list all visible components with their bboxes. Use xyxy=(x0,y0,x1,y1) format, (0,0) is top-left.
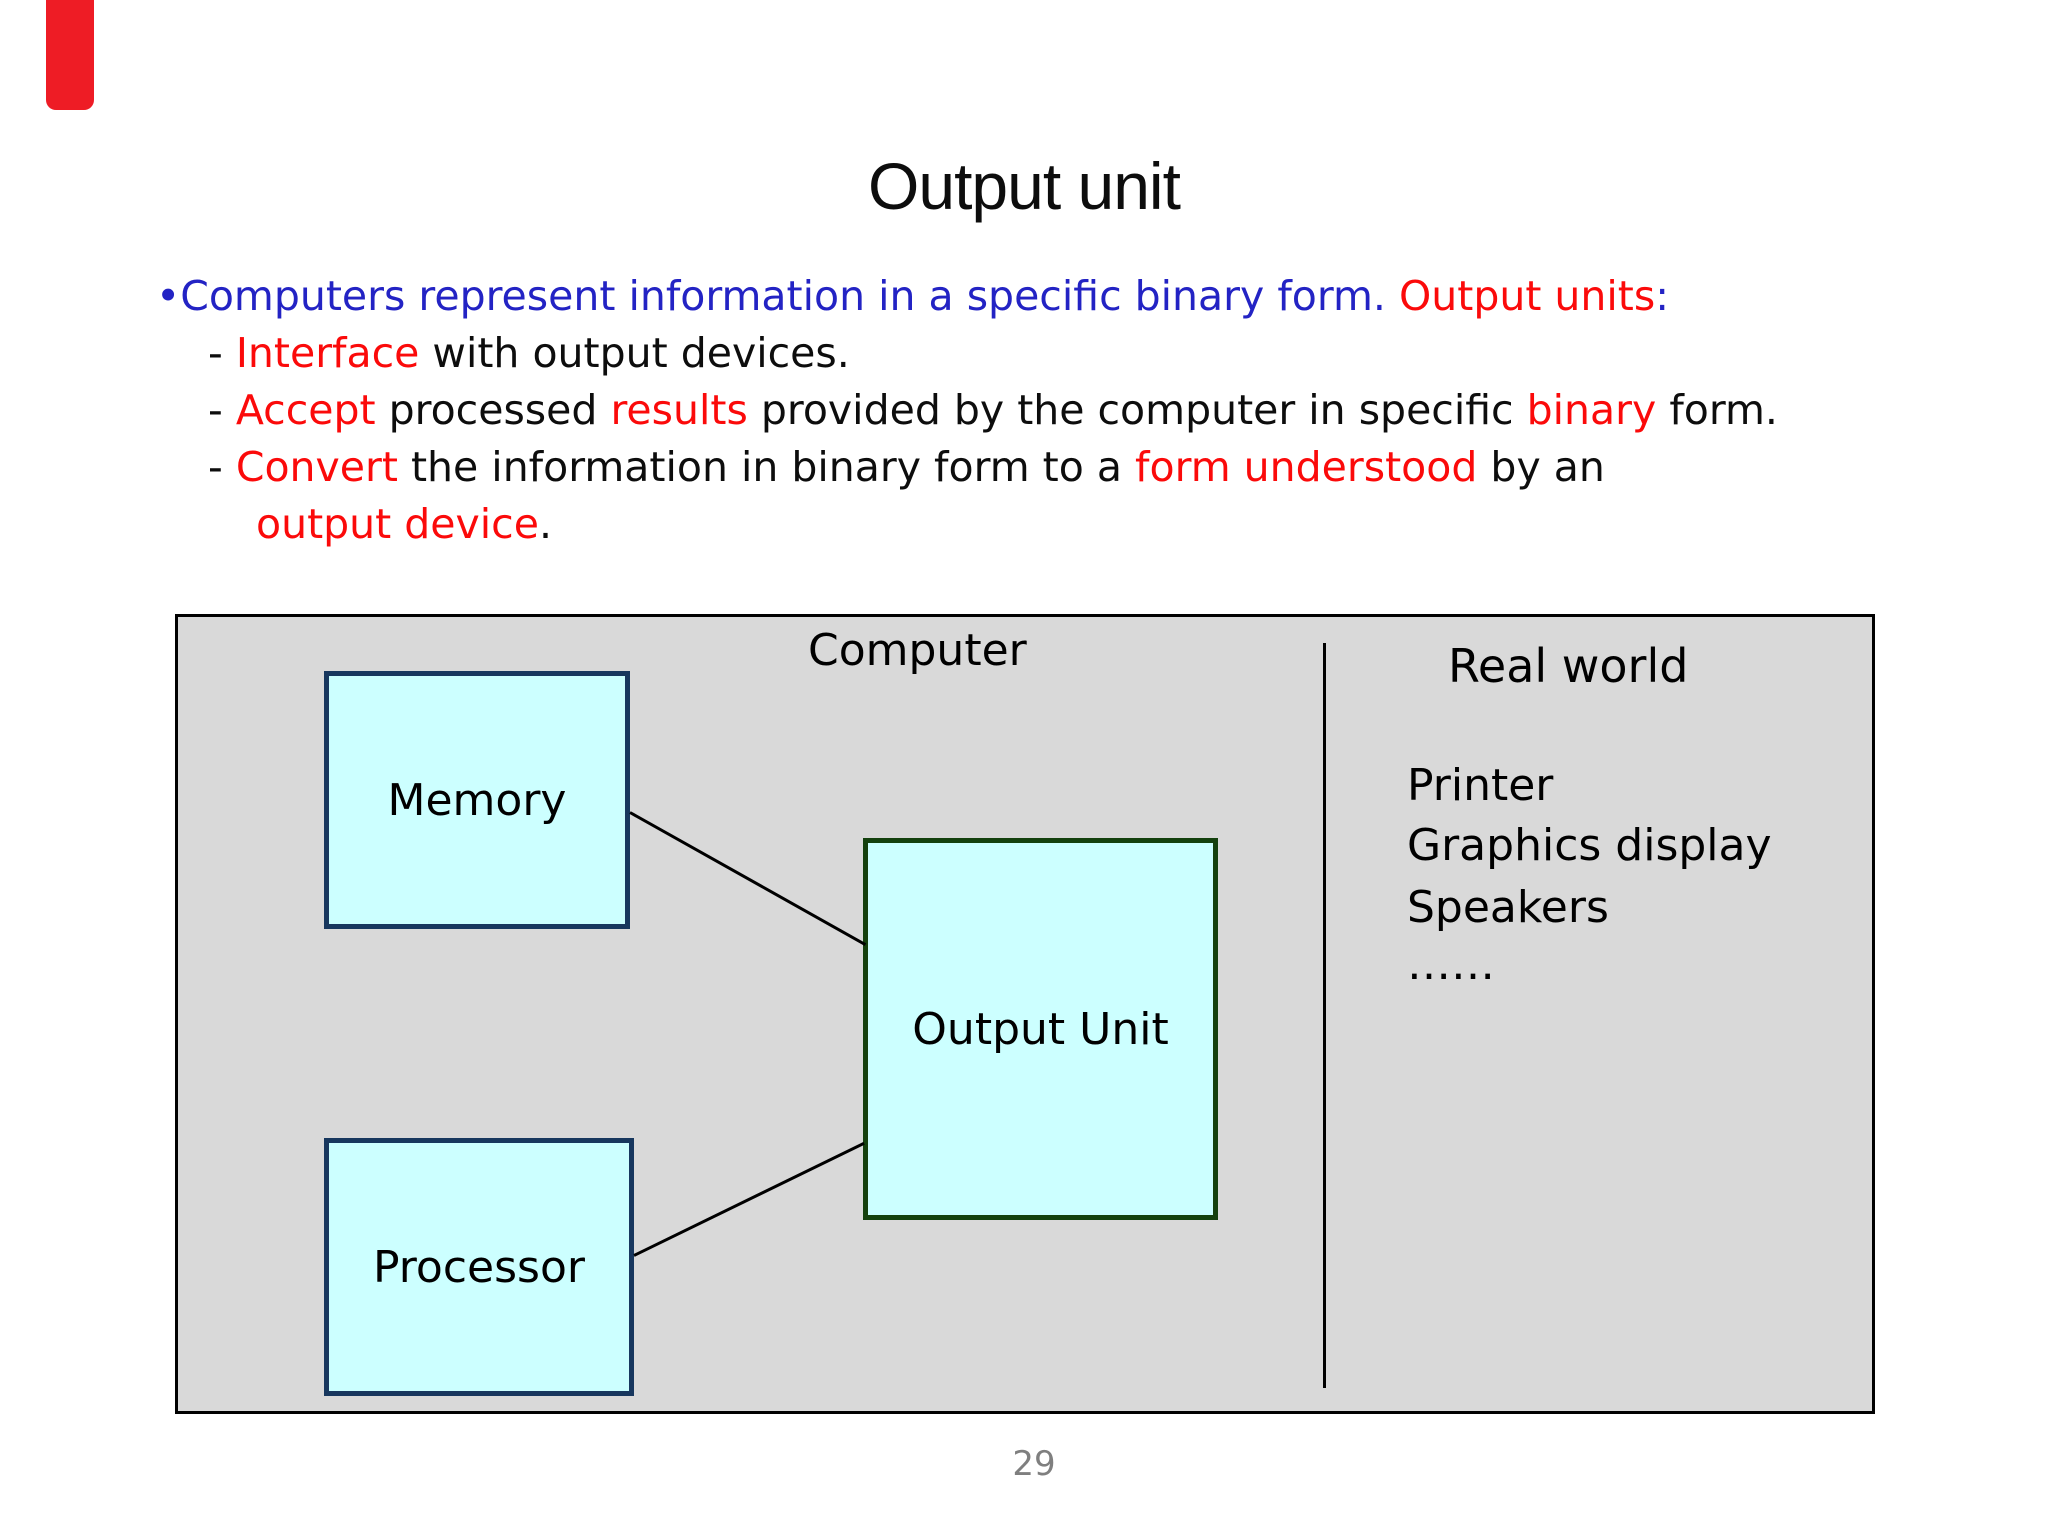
bullet-line-1: •Computers represent information in a sp… xyxy=(156,268,1976,325)
text-segment: Output units xyxy=(1398,272,1656,320)
divider-line xyxy=(1323,643,1326,1388)
text-segment: output device xyxy=(256,500,539,548)
real-world-item-printer: Printer xyxy=(1407,760,1554,811)
bullet-line-2: - Interface with output devices. xyxy=(156,325,1976,382)
connector-memory-output xyxy=(629,811,867,946)
page-title: Output unit xyxy=(868,149,1181,223)
text-segment: results xyxy=(610,386,748,434)
text-segment: form understood xyxy=(1135,443,1478,491)
accent-bar xyxy=(46,0,94,110)
text-segment: : xyxy=(1655,272,1670,320)
text-segment: provided by the computer in specific xyxy=(747,386,1527,434)
text-segment: with output devices. xyxy=(419,329,850,377)
text-segment: the information in binary form to a xyxy=(397,443,1136,491)
text-segment: binary xyxy=(1526,386,1657,434)
text-segment: . xyxy=(538,500,552,548)
text-segment: by an xyxy=(1477,443,1605,491)
text-segment: - xyxy=(208,386,236,434)
text-segment: processed xyxy=(375,386,611,434)
connector-processor-output xyxy=(633,1141,865,1257)
text-segment: • xyxy=(156,272,181,320)
output-unit-box-label: Output Unit xyxy=(912,1003,1169,1055)
computer-region-label: Computer xyxy=(808,625,1027,676)
memory-box: Memory xyxy=(324,671,630,929)
real-world-label: Real world xyxy=(1448,639,1689,693)
bullet-list: •Computers represent information in a sp… xyxy=(156,268,1976,553)
bullet-line-3: - Accept processed results provided by t… xyxy=(156,382,1976,439)
bullet-line-4: - Convert the information in binary form… xyxy=(156,439,1976,496)
processor-box: Processor xyxy=(324,1138,634,1396)
processor-box-label: Processor xyxy=(373,1241,585,1293)
memory-box-label: Memory xyxy=(387,774,567,826)
output-unit-box: Output Unit xyxy=(863,838,1218,1220)
diagram-panel: Computer Real world Memory Processor Out… xyxy=(175,614,1875,1414)
bullet-line-5: output device. xyxy=(156,496,1976,553)
text-segment: Interface xyxy=(235,329,420,377)
real-world-item-ellipsis: …… xyxy=(1407,939,1495,990)
page-number: 29 xyxy=(1012,1444,1056,1484)
text-segment: Computers represent information in a spe… xyxy=(180,272,1399,320)
real-world-item-graphics-display: Graphics display xyxy=(1407,820,1772,871)
text-segment: - xyxy=(208,329,236,377)
real-world-item-speakers: Speakers xyxy=(1407,882,1609,933)
text-segment: form. xyxy=(1656,386,1778,434)
text-segment: Accept xyxy=(235,386,376,434)
text-segment: Convert xyxy=(235,443,398,491)
text-segment: - xyxy=(208,443,236,491)
